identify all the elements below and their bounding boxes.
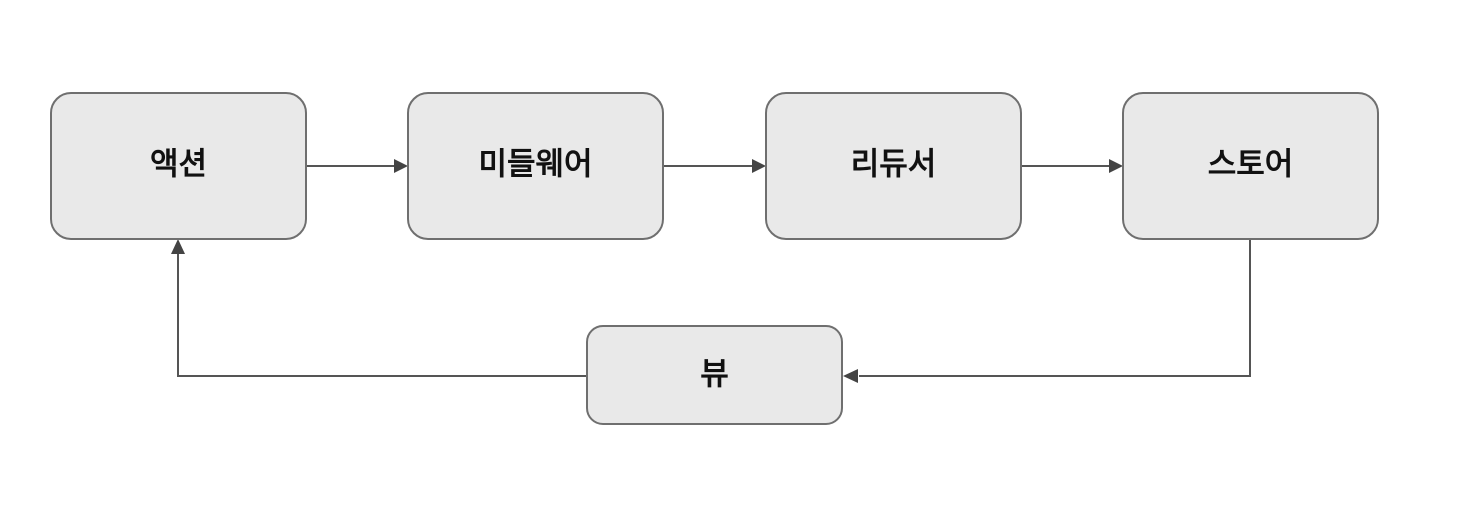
arrowhead-store-to-view — [843, 369, 858, 383]
edges — [171, 159, 1251, 383]
arrowhead-action-to-middleware — [394, 159, 408, 173]
arrowhead-middleware-to-reducer — [752, 159, 766, 173]
node-middleware: 미들웨어 — [407, 92, 664, 240]
view-label: 뷰 — [700, 357, 729, 393]
node-view: 뷰 — [586, 325, 843, 425]
view-box — [586, 325, 843, 425]
arrowhead-reducer-to-store — [1109, 159, 1123, 173]
store-box — [1122, 92, 1379, 240]
action-box — [50, 92, 307, 240]
node-reducer: 리듀서 — [765, 92, 1022, 240]
action-label: 액션 — [150, 147, 207, 183]
edge-view-to-action — [177, 254, 587, 377]
store-label: 스토어 — [1208, 147, 1294, 183]
arrowhead-view-to-action — [171, 239, 185, 254]
node-store: 스토어 — [1122, 92, 1379, 240]
middleware-label: 미들웨어 — [478, 147, 592, 183]
reducer-label: 리듀서 — [851, 147, 937, 183]
node-action: 액션 — [50, 92, 307, 240]
edge-store-to-view — [859, 240, 1251, 377]
middleware-box — [407, 92, 664, 240]
reducer-box — [765, 92, 1022, 240]
